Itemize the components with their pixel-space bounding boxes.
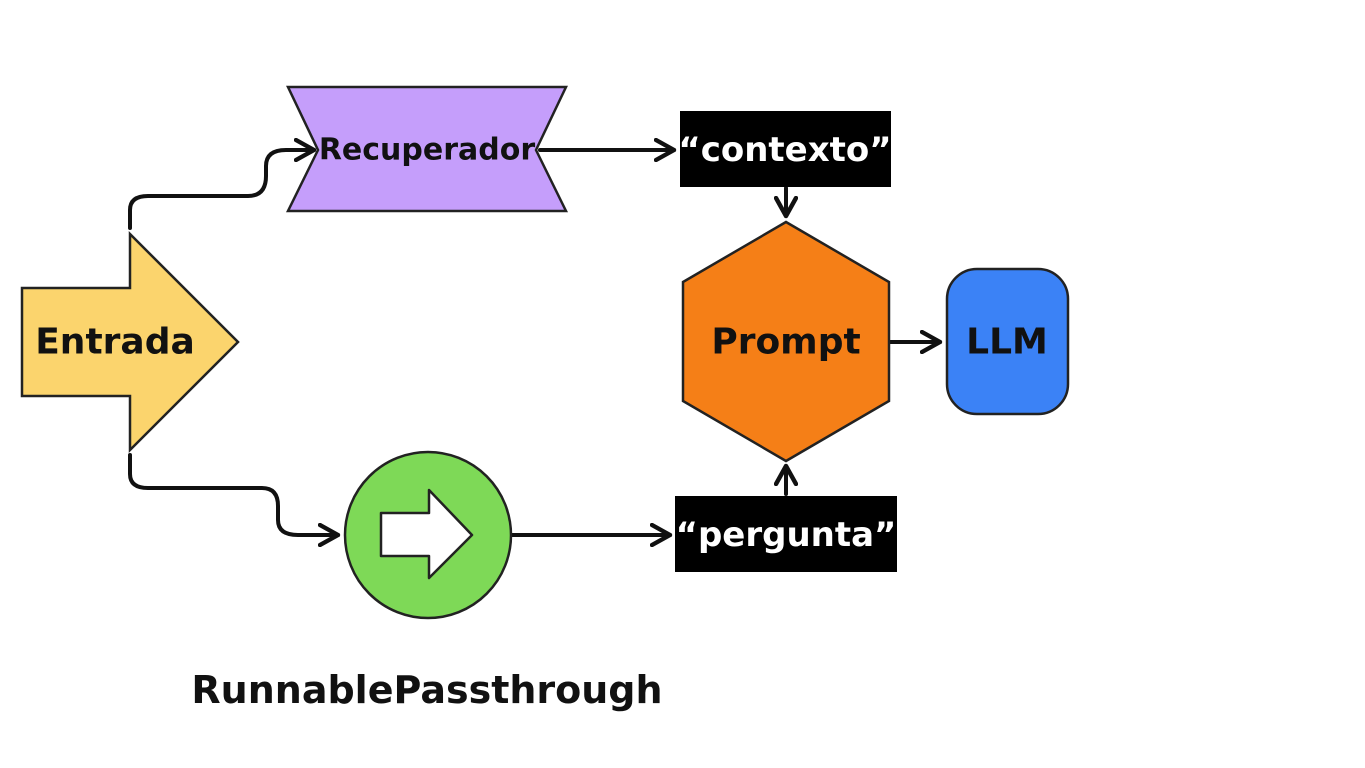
- entrada-label: Entrada: [35, 322, 195, 363]
- pergunta-label: “pergunta”: [676, 515, 897, 555]
- pergunta-box: [675, 496, 897, 572]
- recuperador-node: Recuperador: [285, 85, 569, 213]
- passthrough-caption: RunnablePassthrough: [191, 668, 662, 712]
- recuperador-label: Recuperador: [319, 133, 536, 168]
- edge-entrada-recuperador: [128, 150, 314, 230]
- llm-label: LLM: [966, 322, 1048, 363]
- prompt-label: Prompt: [711, 322, 860, 363]
- passthrough-arrow-icon: [379, 488, 474, 580]
- entrada-node: Entrada: [20, 230, 240, 454]
- prompt-node: Prompt: [681, 220, 891, 463]
- contexto-box: [680, 111, 891, 187]
- llm-box: [945, 267, 1070, 416]
- prompt-hexagon-shape: [681, 220, 891, 463]
- entrada-arrow-shape: [20, 230, 240, 454]
- recuperador-banner-shape: [285, 85, 569, 213]
- edge-entrada-passthrough: [128, 453, 338, 535]
- llm-node: LLM: [945, 267, 1070, 416]
- passthrough-node: [343, 450, 513, 620]
- contexto-node: “contexto”: [678, 111, 892, 187]
- contexto-label: “contexto”: [678, 130, 891, 170]
- pergunta-node: “pergunta”: [675, 496, 897, 572]
